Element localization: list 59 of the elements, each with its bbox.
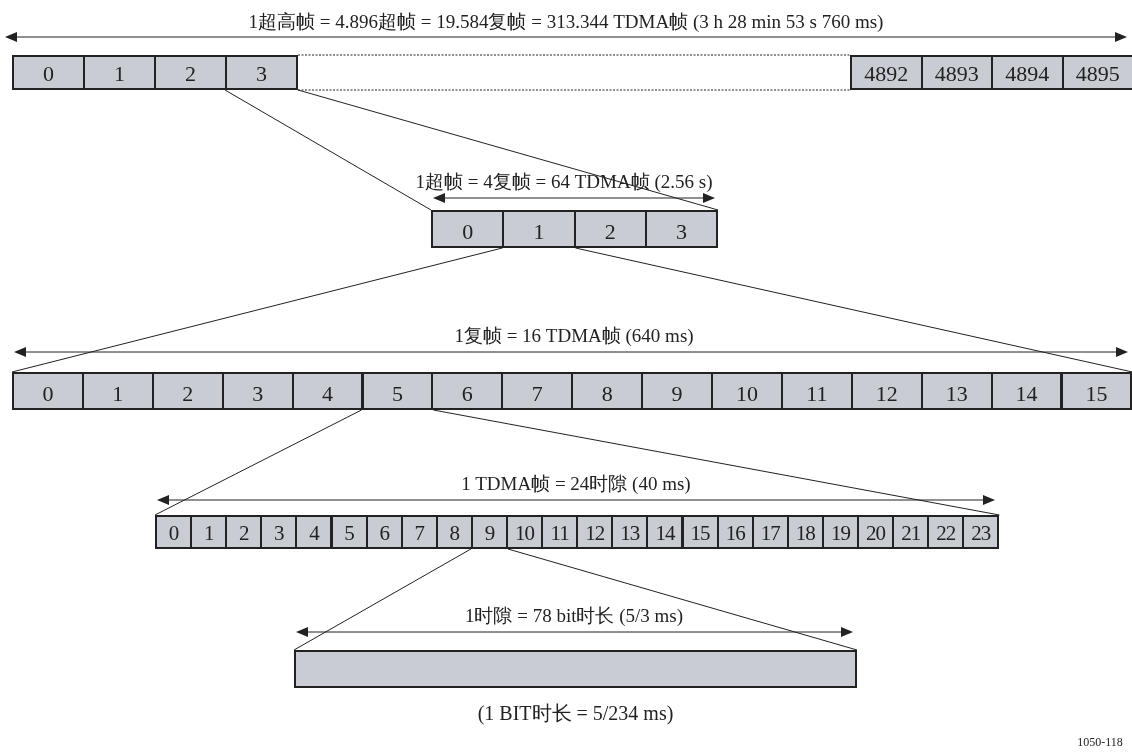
frame-cell: 3 (225, 55, 298, 90)
expansion-line (507, 548, 858, 651)
frame-cell: 0 (12, 372, 84, 410)
expansion-line (224, 89, 432, 211)
frame-cell: 1 (83, 55, 156, 90)
frame-cell: 15 (1060, 372, 1132, 410)
dimension-label: 1复帧 = 16 TDMA帧 (640 ms) (454, 326, 694, 347)
frame-cell: 2 (154, 55, 227, 90)
frame-cell: 10 (711, 372, 783, 410)
frame-cell: 14 (646, 515, 684, 549)
frame-cell: 13 (611, 515, 649, 549)
expansion-line (575, 247, 1132, 373)
frame-cell: 1 (81, 372, 154, 410)
frame-cell: 0 (155, 515, 193, 549)
frame-cell: 20 (857, 515, 895, 549)
frame-cell: 4894 (991, 55, 1064, 90)
frame-cell: 10 (506, 515, 544, 549)
frame-cell: 2 (225, 515, 263, 549)
frame-cell: 7 (501, 372, 574, 410)
frame-cell: 3 (221, 372, 294, 410)
frame-cell: 3 (644, 210, 718, 248)
frame-cell: 12 (850, 372, 923, 410)
frame-cell: 4892 (850, 55, 923, 90)
frame-cell: 1 (190, 515, 228, 549)
frame-cell: 4 (291, 372, 364, 410)
frame-cell: 2 (573, 210, 647, 248)
expansion-line (11, 247, 503, 373)
expansion-line (297, 89, 719, 211)
expansion-line (154, 409, 362, 516)
frame-cell: 5 (361, 372, 434, 410)
frame-cell: 4 (295, 515, 333, 549)
frame-cell: 23 (962, 515, 1000, 549)
frame-cell: 21 (892, 515, 930, 549)
continuation-line (297, 89, 851, 91)
frame-cell: 2 (151, 372, 224, 410)
frame-cell: 0 (12, 55, 85, 90)
frame-cell: 13 (920, 372, 993, 410)
slot-bar (294, 650, 857, 688)
continuation-line (297, 54, 851, 56)
frame-cell: 11 (541, 515, 579, 549)
dimension-label: 1 TDMA帧 = 24时隙 (40 ms) (461, 474, 691, 495)
frame-cell: 8 (571, 372, 644, 410)
frame-cell: 22 (927, 515, 965, 549)
frame-cell: 4895 (1061, 55, 1132, 90)
frame-cell: 14 (990, 372, 1063, 410)
frame-cell: 1 (502, 210, 576, 248)
frame-cell: 3 (260, 515, 298, 549)
frame-cell: 12 (576, 515, 614, 549)
dimension-label: 1超帧 = 4复帧 = 64 TDMA帧 (2.56 s) (415, 172, 713, 193)
frame-cell: 9 (641, 372, 713, 410)
frame-cell: 11 (780, 372, 853, 410)
frame-cell: 4893 (920, 55, 993, 90)
expansion-line (293, 548, 472, 651)
frame-cell: 6 (431, 372, 504, 410)
note-text: (1 BIT时长 = 5/234 ms) (477, 702, 674, 724)
dimension-label: 1时隙 = 78 bit时长 (5/3 ms) (464, 606, 684, 627)
frame-cell: 0 (431, 210, 505, 248)
dimension-label: 1超高帧 = 4.896超帧 = 19.584复帧 = 313.344 TDMA帧 (3 h 28 min 53 s 760 ms) (248, 12, 884, 33)
figure-number: 1050-118 (1077, 736, 1123, 750)
